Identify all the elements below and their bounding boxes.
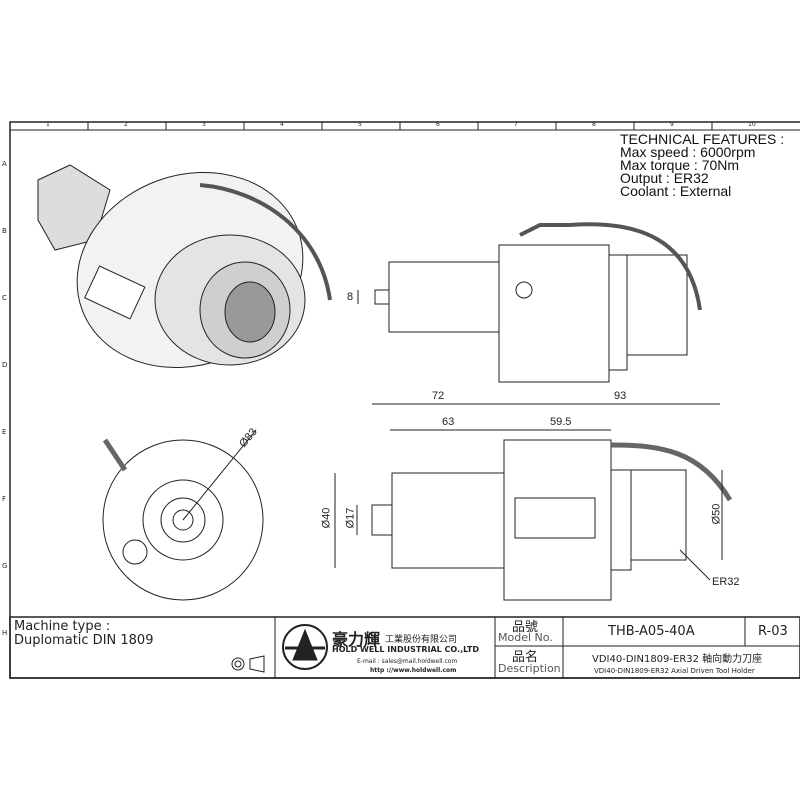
isometric-view xyxy=(37,164,332,369)
feature-speed: Max speed : 6000rpm xyxy=(620,144,756,160)
dim-93: 93 xyxy=(614,390,627,402)
side-view xyxy=(374,222,702,383)
column-label: 1 xyxy=(46,121,50,128)
row-label: G xyxy=(2,562,8,570)
feature-coolant: Coolant : External xyxy=(620,183,732,199)
description-label-cn: 品名 xyxy=(512,650,539,665)
company-name-cn: 豪力輝 xyxy=(332,630,381,649)
dim-17: Ø17 xyxy=(344,507,357,529)
dim-59-5: 59.5 xyxy=(550,416,572,428)
front-view xyxy=(102,429,264,601)
column-label: 2 xyxy=(124,121,128,128)
company-name-cn-sub: 工業股份有限公司 xyxy=(385,635,458,645)
row-label: A xyxy=(2,160,7,168)
dim-8: 8 xyxy=(347,291,354,303)
row-label: H xyxy=(2,629,8,637)
description-label-en: Description xyxy=(498,662,561,675)
column-label: 10 xyxy=(748,121,756,128)
column-label: 8 xyxy=(592,121,596,128)
row-label: E xyxy=(2,428,7,436)
machine-type-label: Machine type : xyxy=(14,619,111,634)
row-label: B xyxy=(2,227,7,235)
section-view xyxy=(334,290,733,601)
column-label: 7 xyxy=(514,121,518,128)
projection-symbol xyxy=(231,655,265,673)
dim-40: Ø40 xyxy=(320,507,333,529)
feature-output: Output : ER32 xyxy=(620,170,709,186)
feature-torque: Max torque : 70Nm xyxy=(620,157,740,173)
technical-features: TECHNICAL FEATURES : Max speed : 6000rpm… xyxy=(620,131,785,199)
dim-72: 72 xyxy=(432,390,445,402)
row-label: D xyxy=(2,361,8,369)
dim-50: Ø50 xyxy=(710,503,723,525)
dim-er32: ER32 xyxy=(712,576,740,588)
model-number: THB-A05-40A xyxy=(608,624,695,639)
description-en: VDI40-DIN1809-ER32 Axial Driven Tool Hol… xyxy=(594,667,755,675)
model-label-en: Model No. xyxy=(498,631,553,644)
row-label: F xyxy=(2,495,7,503)
column-label: 6 xyxy=(436,121,440,128)
column-label: 4 xyxy=(280,121,284,128)
company-website: http ://www.holdwell.com xyxy=(370,667,457,674)
column-label: 5 xyxy=(358,121,362,128)
column-label: 3 xyxy=(202,121,206,128)
company-email: E-mail : sales@mail.holdwell.com xyxy=(357,658,458,665)
dim-63: 63 xyxy=(442,416,455,428)
description-cn: VDI40-DIN1809-ER32 軸向動力刀座 xyxy=(592,654,763,665)
column-label: 9 xyxy=(670,121,674,128)
machine-type-value: Duplomatic DIN 1809 xyxy=(14,633,154,648)
company-name-en: HOLD WELL INDUSTRIAL CO.,LTD xyxy=(332,645,479,654)
row-label: C xyxy=(2,294,7,302)
revision: R-03 xyxy=(758,624,788,639)
features-title: TECHNICAL FEATURES : xyxy=(620,131,785,147)
model-label-cn: 品號 xyxy=(512,620,539,635)
company-logo xyxy=(282,624,328,670)
